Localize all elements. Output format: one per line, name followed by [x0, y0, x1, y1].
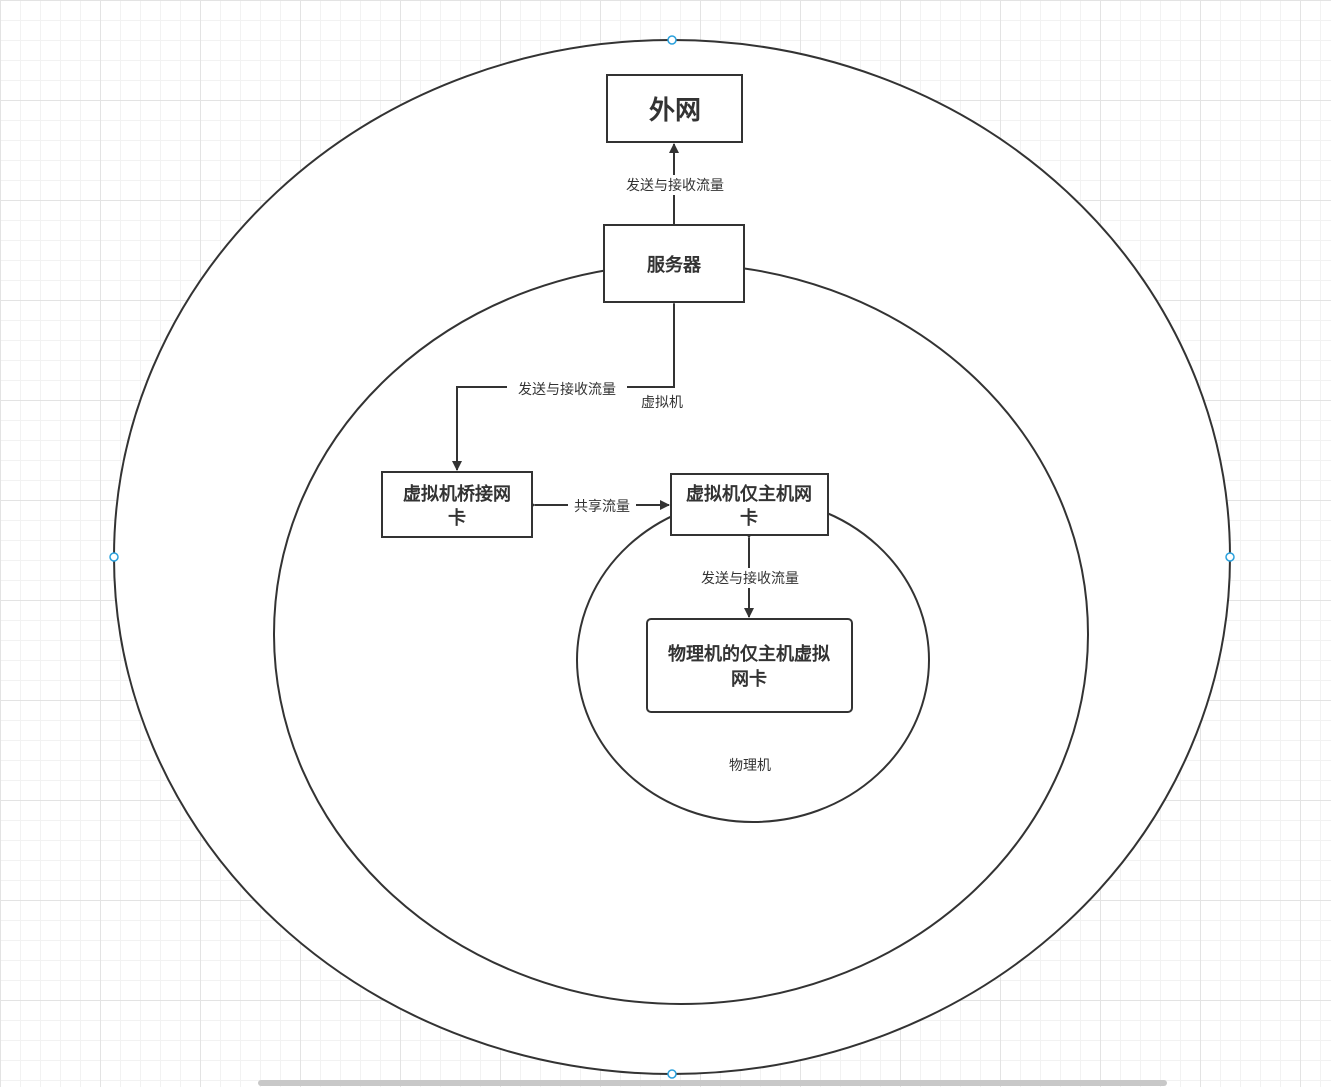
node-server-label: 服务器	[647, 254, 702, 276]
node-internet[interactable]: 外网	[606, 74, 743, 143]
selection-handle-top[interactable]	[667, 35, 677, 45]
edge-label-server-bridge: 发送与接收流量	[518, 381, 616, 398]
node-bridge-nic-label-line2: 卡	[448, 507, 466, 529]
node-bridge-nic-label-line1: 虚拟机桥接网	[403, 483, 511, 505]
selection-handle-right[interactable]	[1225, 552, 1235, 562]
vm-region-label: 虚拟机	[641, 395, 683, 411]
node-internet-label: 外网	[649, 96, 701, 126]
node-physical-hostonly-nic[interactable]: 物理机的仅主机虚拟 网卡	[646, 618, 853, 713]
edge-label-internet-server: 发送与接收流量	[626, 177, 724, 194]
horizontal-scrollbar[interactable]	[258, 1080, 1167, 1086]
physical-region-label: 物理机	[729, 758, 771, 774]
edge-label-hostonly-physical: 发送与接收流量	[701, 570, 799, 587]
node-bridge-nic[interactable]: 虚拟机桥接网 卡	[381, 471, 533, 538]
node-server[interactable]: 服务器	[603, 224, 745, 303]
node-physical-nic-label-line1: 物理机的仅主机虚拟	[668, 643, 830, 665]
node-hostonly-nic-label-line2: 卡	[740, 507, 758, 529]
node-hostonly-nic-label-line1: 虚拟机仅主机网	[686, 483, 812, 505]
selection-handle-bottom[interactable]	[667, 1069, 677, 1079]
edge-label-bridge-hostonly: 共享流量	[574, 498, 630, 515]
node-hostonly-nic[interactable]: 虚拟机仅主机网 卡	[670, 473, 829, 536]
node-physical-nic-label-line2: 网卡	[731, 668, 767, 690]
selection-handle-left[interactable]	[109, 552, 119, 562]
